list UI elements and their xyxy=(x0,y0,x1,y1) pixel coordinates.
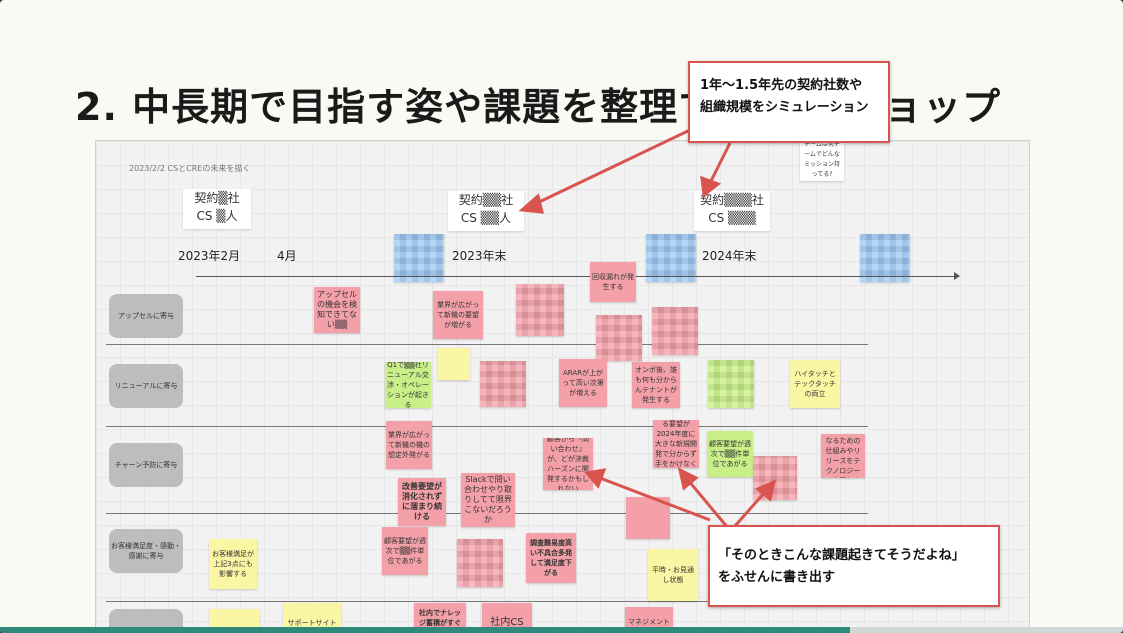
arrow-head-icon xyxy=(755,479,777,502)
sticky-note: ARARが上がって高い次第が増える xyxy=(559,359,607,407)
sticky-note: 顧客要望が週次で▒▒件単位であがる xyxy=(382,527,428,575)
progress-track xyxy=(850,627,1123,633)
callout-text: をふせんに書き出す xyxy=(718,570,836,585)
contract-card-line: CS ▒▒▒ xyxy=(708,211,756,225)
arrow-head-icon xyxy=(584,468,607,489)
contract-card-2024-end: 契約▒▒▒社 CS ▒▒▒ xyxy=(694,191,770,231)
timeline-arrow-icon xyxy=(954,272,960,280)
blurred-note xyxy=(480,361,526,407)
timeline-axis xyxy=(196,276,956,277)
blurred-note xyxy=(860,234,910,282)
blurred-note xyxy=(646,234,696,282)
sticky-note: 調査難易度高い不具合多発して満足度下がる xyxy=(526,533,576,583)
blurred-note xyxy=(516,284,564,336)
arrow-line xyxy=(733,491,767,527)
sticky-note: 回収漏れが発生する xyxy=(590,262,636,302)
arrow-line xyxy=(599,476,711,522)
sticky-note: アップセルの機会を検知できてない▒▒ xyxy=(314,287,360,333)
sticky-note: ハイタッチとテックタッチの両立 xyxy=(790,360,840,408)
arrow-head-icon xyxy=(518,193,544,214)
arrow-head-icon xyxy=(700,175,722,198)
row-label-renewal: リニューアルに寄与 xyxy=(109,364,183,408)
sticky-note-blank xyxy=(438,348,470,380)
row-label-satisfaction: お客様満足度・感動・感謝に寄与 xyxy=(109,529,183,573)
callout-text: 1年〜1.5年先の契約社数や xyxy=(700,78,863,93)
sticky-note: チームは何チームでどんなミッション持ってる? xyxy=(800,141,844,181)
contract-card-line: CS ▒人 xyxy=(196,209,238,223)
sticky-note: オンボ後、誰も何も分からんテナントが発生する xyxy=(632,362,680,408)
contract-card-line: 契約▒▒▒社 xyxy=(700,193,764,207)
sticky-note: 業界が広がって新機の機の想定外発がる xyxy=(386,421,432,469)
row-divider xyxy=(106,601,868,602)
row-divider xyxy=(106,426,868,427)
row-label-upsell: アップセルに寄与 xyxy=(109,294,183,338)
sticky-note: 平時・お見通し状態 xyxy=(648,549,698,601)
timeline-label: 2024年末 xyxy=(702,249,757,263)
arrow-line xyxy=(708,142,732,184)
sticky-note: Q1で▒▒社リニューアル交渉・オペレーションが起きる xyxy=(385,362,431,408)
row-divider xyxy=(106,344,868,345)
blurred-note xyxy=(652,307,698,355)
slide-title-text: 2. 中長期で目指す姿や課題を整理する xyxy=(75,85,757,129)
timeline-label: 4月 xyxy=(277,249,297,263)
callout-top: 1年〜1.5年先の契約社数や 組織規模をシミュレーション xyxy=(688,61,890,143)
arrow-line xyxy=(686,479,730,529)
callout-text: 組織規模をシミュレーション xyxy=(700,100,869,115)
sticky-note: 顧客から『問い合わせ』が、どが決裁ハーズンに開発するかもしれない xyxy=(543,438,593,490)
sticky-note: 改善要望が消化されずに溜まり続ける xyxy=(398,478,446,526)
callout-bottom: 「そのときこんな課題起きてそうだよね」 をふせんに書き出す xyxy=(708,525,1000,607)
blurred-note xyxy=(708,360,754,408)
sticky-note: 顧客要望が週次で▒▒件単位であがる xyxy=(707,431,753,477)
sticky-note-faded xyxy=(626,497,670,539)
contract-card-line: CS ▒▒人 xyxy=(460,211,512,225)
sticky-note: キャパを越える要望が2024年度に大きな新規開発で分からず手をかけなくなる xyxy=(653,420,699,468)
board-caption: 2023/2/2 CSとCREの未来を描く xyxy=(129,164,251,173)
row-label-churn: チャーン予防に寄与 xyxy=(109,443,183,487)
sticky-note: Slackで問い合わせやり取りしてて限界こないだろうか xyxy=(461,473,515,527)
blurred-note xyxy=(596,315,642,361)
arrow-line xyxy=(534,128,691,206)
timeline-label: 2023年末 xyxy=(452,249,507,263)
blurred-note xyxy=(394,234,444,282)
sticky-note: ロイヤルカスタマーになるための仕組みやリリースをテクノロジーで実現したい xyxy=(821,434,865,478)
arrow-head-icon xyxy=(677,467,699,491)
contract-card-line: 契約▒▒社 xyxy=(458,193,514,207)
sticky-note: 業界が広がって新機の要望が増がる xyxy=(433,291,483,339)
contract-card-2023-end: 契約▒▒社 CS ▒▒人 xyxy=(448,191,524,231)
callout-text: 「そのときこんな課題起きてそうだよね」 xyxy=(718,548,965,563)
blurred-note xyxy=(457,539,503,587)
sticky-note: お客様満足が上記3点にも影響する xyxy=(209,539,257,589)
slide-title: 2. 中長期で目指す姿や課題を整理するショップ xyxy=(75,76,1000,131)
progress-bar xyxy=(0,627,1123,633)
contract-card-line: 契約▒社 xyxy=(194,191,240,205)
timeline-label: 2023年2月 xyxy=(178,249,241,263)
contract-card-2023-02: 契約▒社 CS ▒人 xyxy=(183,189,251,229)
